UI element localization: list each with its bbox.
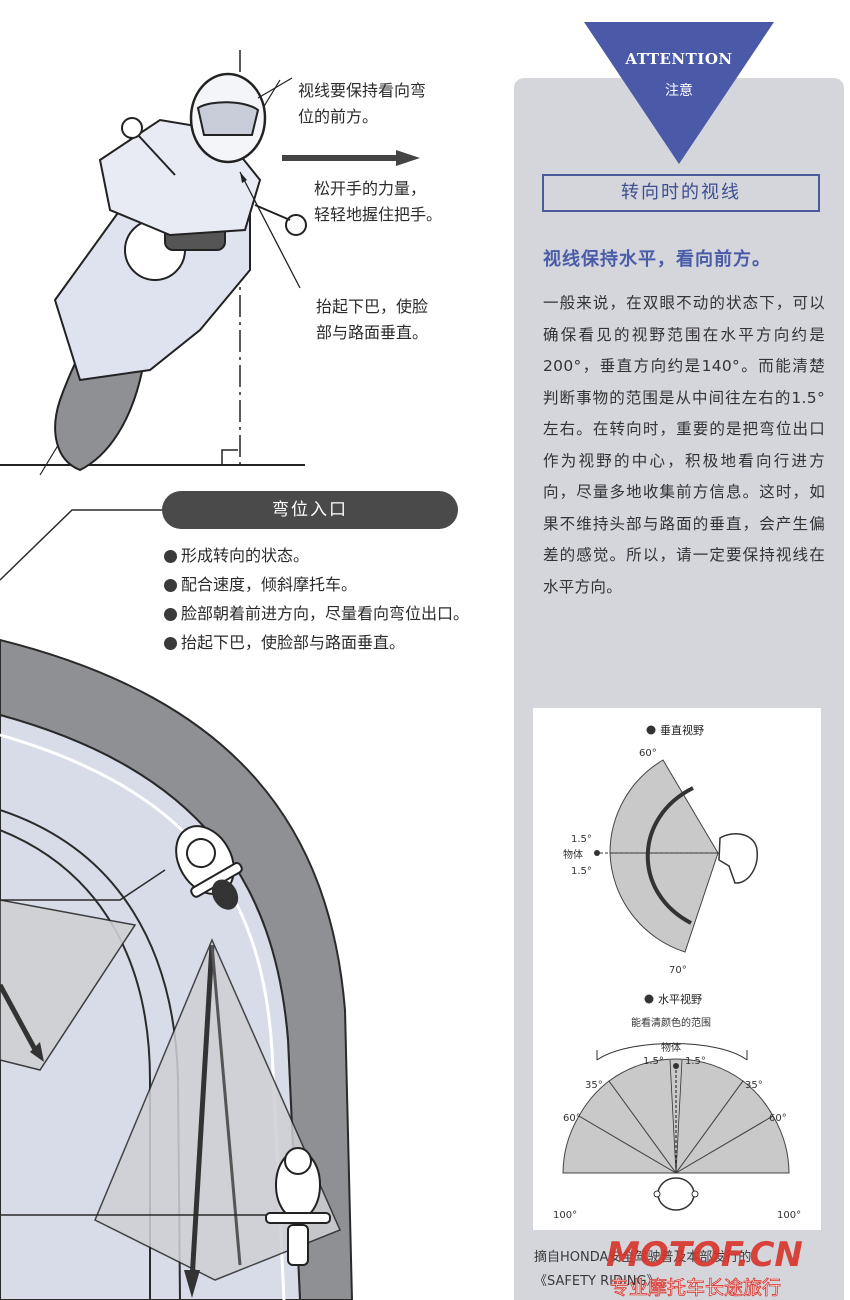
leaning-rider-illustration (0, 50, 307, 476)
corner-entry-title: 弯位入口 (162, 491, 458, 529)
angle-100-right: 100° (777, 1210, 801, 1221)
attention-body: 一般来说，在双眼不动的状态下，可以确保看见的视野范围在水平方向约是200°，垂直… (543, 294, 825, 596)
angle-1-5-down: 1.5° (571, 866, 592, 877)
sight-arrow-2 (189, 944, 215, 1281)
horizontal-subtitle: 能看清颜色的范围 (631, 1016, 711, 1029)
attention-triangle-icon (584, 22, 774, 164)
list-item: 配合速度，倾斜摩托车。 (164, 570, 484, 599)
angle-60-top: 60° (639, 748, 657, 759)
angle-1-5-right: 1.5° (685, 1056, 706, 1067)
angle-35-right: 35° (745, 1080, 763, 1091)
callout-hands: 松开手的力量， 轻轻地握住把手。 (314, 179, 443, 224)
sight-arrow-1 (0, 983, 41, 1057)
svg-text:MOTOF.CN: MOTOF.CN (606, 1235, 803, 1275)
rider-top-view-1 (175, 825, 243, 910)
angle-60-right: 60° (769, 1113, 787, 1124)
angle-60-left: 60° (563, 1113, 581, 1124)
angle-1-5-up: 1.5° (571, 834, 592, 845)
bullet-icon (164, 637, 177, 650)
view-cone-upper (0, 899, 137, 1071)
vertical-object-label: 物体 (563, 848, 583, 861)
svg-text:专业摩托车长途旅行: 专业摩托车长途旅行 (610, 1277, 781, 1299)
attention-label-en: ATTENTION (625, 50, 733, 68)
leader-line-rider (0, 869, 166, 901)
angle-70-bottom: 70° (669, 965, 687, 976)
head-top-icon (657, 1177, 695, 1211)
horizontal-object-label: 物体 (661, 1041, 681, 1054)
bullet-icon (164, 550, 177, 563)
bullet-icon (164, 579, 177, 592)
list-item: 脸部朝着前进方向，尽量看向弯位出口。 (164, 599, 484, 628)
callout-gaze: 视线要保持看向弯 位的前方。 (298, 81, 427, 126)
angle-1-5-left: 1.5° (643, 1056, 664, 1067)
field-of-view-figure: 垂直视野 60° 1.5° 物体 1.5° 70° 水平视野 能看清颜色的范围 (533, 708, 821, 1230)
horizontal-title: 水平视野 (658, 992, 702, 1006)
head-side-icon (718, 833, 758, 884)
vertical-title: 垂直视野 (660, 723, 704, 737)
attention-headline: 视线保持水平，看向前方。 (543, 249, 771, 270)
angle-100-left: 100° (553, 1210, 577, 1221)
callout-chin: 抬起下巴，使脸 部与路面垂直。 (316, 297, 429, 342)
vertical-view-diagram: 垂直视野 60° 1.5° 物体 1.5° 70° (563, 723, 758, 976)
attention-label-zh: 注意 (665, 83, 693, 99)
corner-entry-list: 形成转向的状态。 配合速度，倾斜摩托车。 脸部朝着前进方向，尽量看向弯位出口。 … (164, 541, 484, 657)
source-citation: 摘自HONDA安全驾驶普及本部发行的 《SAFETY RIDING》 (534, 1250, 752, 1289)
motof-watermark-logo: MOTOF.CN 专业摩托车长途旅行 (606, 1235, 803, 1299)
leader-line-entry (0, 509, 162, 581)
list-item: 形成转向的状态。 (164, 541, 484, 570)
angle-35-left: 35° (585, 1080, 603, 1091)
rider-top-view-2 (265, 1147, 331, 1266)
bullet-icon (164, 608, 177, 621)
attention-box-title: 转向时的视线 (542, 174, 820, 212)
list-item: 抬起下巴，使脸部与路面垂直。 (164, 628, 484, 657)
horizontal-view-diagram: 水平视野 能看清颜色的范围 物体 1.5° 1.5° 35° 35° 60° 6… (553, 992, 801, 1221)
